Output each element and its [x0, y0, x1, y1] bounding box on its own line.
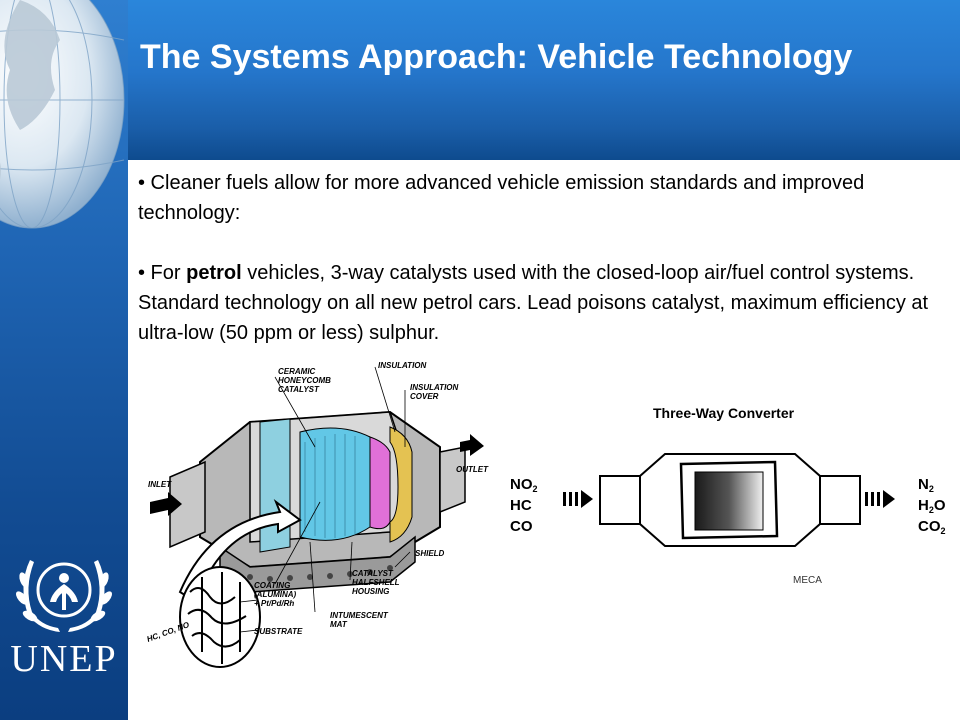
output-co2: CO2: [918, 518, 946, 536]
label-coating: COATING(ALUMINA)+ Pt/Pd/Rh: [254, 581, 297, 608]
converter-title: Three-Way Converter: [653, 405, 795, 421]
bullet-bold-word: petrol: [186, 262, 242, 284]
output-n2: N2: [918, 476, 934, 494]
unep-laurel-logo: [16, 560, 112, 632]
label-substrate: SUBSTRATE: [254, 627, 303, 636]
input-co: CO: [510, 518, 533, 535]
label-inlet: INLET: [148, 480, 172, 489]
label-outlet: OUTLET: [456, 465, 489, 474]
label-insulation: INSULATION: [378, 361, 427, 370]
title-bar: The Systems Approach: Vehicle Technology: [128, 0, 960, 160]
unep-logo-text: UNEP: [10, 638, 118, 680]
bullet-petrol-catalysts: • For petrol vehicles, 3-way catalysts u…: [138, 258, 944, 348]
slide-title: The Systems Approach: Vehicle Technology: [140, 38, 853, 76]
input-hc: HC: [510, 497, 532, 514]
bullet-text: • Cleaner fuels allow for more advanced …: [138, 172, 865, 224]
label-shield: SHIELD: [415, 549, 445, 558]
input-nox: NO2: [510, 476, 538, 494]
sidebar-band: UNEP: [0, 0, 128, 720]
output-h2o: H2O: [918, 497, 946, 515]
bullet-text-end: vehicles, 3-way catalysts used with the …: [138, 262, 929, 344]
bullet-text-start: • For: [138, 262, 187, 284]
three-way-converter-diagram: Three-Way Converter NO2 HC CO N2 H2O CO2: [510, 405, 946, 547]
bullet-cleaner-fuels: • Cleaner fuels allow for more advanced …: [138, 168, 944, 228]
image-credit: MECA: [793, 575, 822, 586]
globe-icon: [0, 0, 125, 229]
